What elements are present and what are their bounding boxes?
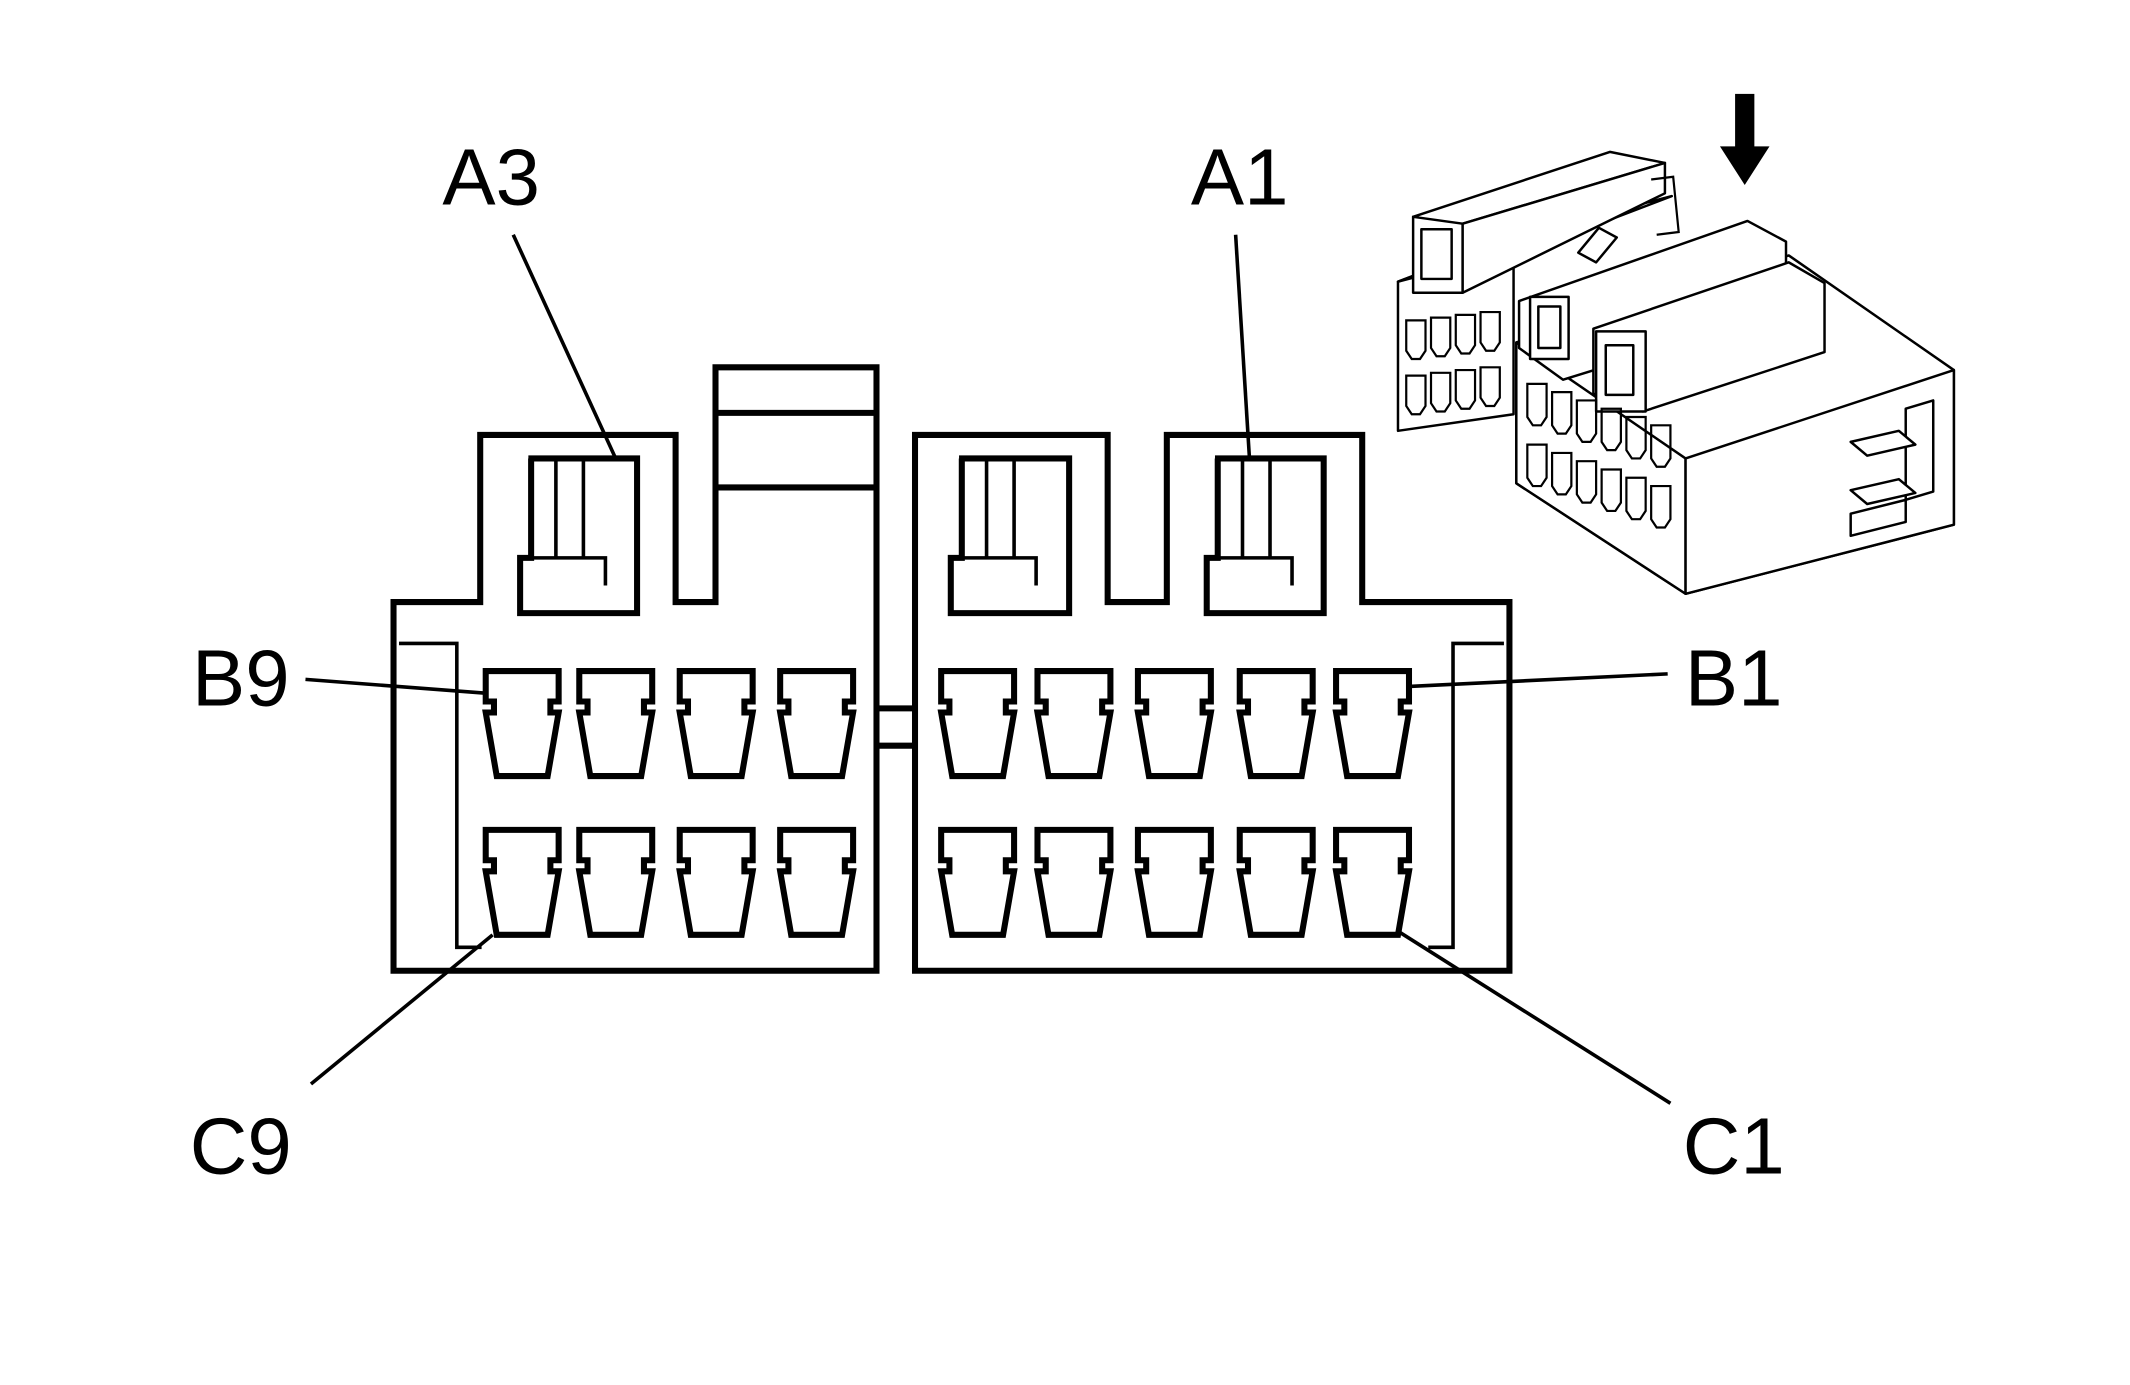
label-c9: C9 [190,1102,292,1191]
front-cavities [1526,382,1672,529]
terminal-cavity [1332,668,1413,780]
terminal-cavity [937,826,1018,938]
c9-leader [309,933,494,1086]
a-lock-2 [947,455,1073,617]
center-bridge [876,705,916,749]
terminal-cavity [676,826,757,938]
right-inner-wall [1428,641,1504,950]
terminal-cavity [1134,826,1215,938]
label-b9: B9 [192,633,290,722]
label-a3: A3 [442,132,540,221]
label-a1: A1 [1191,132,1289,221]
terminal-cavity [575,826,656,938]
terminal-cavity [776,668,857,780]
a3-leader [511,233,617,458]
b9-leader [305,677,486,695]
terminal-cavity [1033,826,1115,938]
terminal-cavity [1236,668,1317,780]
left-inner-wall [399,641,482,950]
c-row-cavities [482,826,1413,938]
terminal-cavity [776,826,857,938]
right-housing-outline [911,431,1513,974]
b-row-cavities [482,668,1413,780]
left-housing-outline [390,364,880,974]
arrow-down-icon [1719,93,1770,186]
c1-leader [1398,930,1672,1105]
terminal-cavity [1236,826,1317,938]
terminal-cavity [482,826,563,938]
b1-leader [1411,672,1668,689]
terminal-cavity [482,668,563,780]
a1-lock [1203,455,1327,617]
rear-cavities [1405,310,1501,416]
terminal-cavity [937,668,1018,780]
terminal-cavity [676,668,757,780]
connector-front-view: A3 A1 B9 B1 C9 C1 [190,132,1785,1191]
label-b1: B1 [1685,633,1783,722]
terminal-cavity [1134,668,1215,780]
a3-lock [517,455,641,617]
terminal-cavity [1033,668,1115,780]
label-c1: C1 [1683,1102,1785,1191]
terminal-cavity [575,668,656,780]
connector-isometric-inset [1396,93,1956,596]
a1-leader [1233,234,1252,458]
terminal-cavity [1332,826,1413,938]
